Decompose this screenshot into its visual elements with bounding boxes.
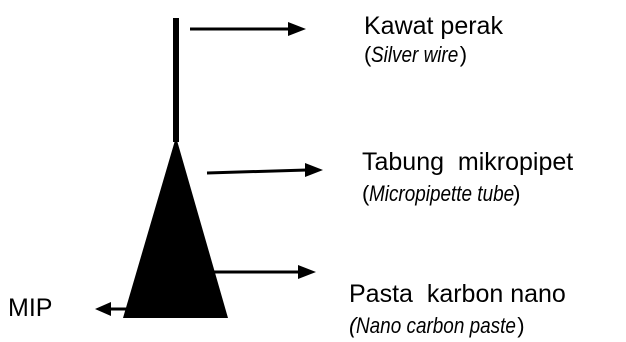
micropipette-italic: Micropipette tube [369, 181, 515, 206]
arrow-micropipette [206, 163, 323, 177]
close-paren: ) [513, 181, 521, 206]
silver-wire-italic: Silver wire [371, 42, 459, 67]
silver-wire [173, 18, 179, 142]
open-paren: ( [364, 42, 372, 67]
close-paren: ) [459, 42, 468, 67]
carbon-paste-english-label: (Nano carbon paste) [349, 315, 525, 337]
arrow-mip [95, 302, 140, 316]
open-paren: ( [349, 313, 357, 338]
silver-wire-english-label: (Silver wire) [364, 44, 467, 66]
arrow-silver-wire [190, 22, 306, 36]
open-paren: ( [362, 181, 370, 206]
micropipette-tube [123, 137, 228, 318]
carbon-paste-label: Pasta karbon nano [349, 280, 566, 308]
micropipette-english-label: (Micropipette tube) [362, 183, 520, 205]
arrow-carbon-paste [206, 265, 316, 279]
carbon-paste-italic: Nano carbon paste [356, 313, 517, 338]
silver-wire-label: Kawat perak [364, 12, 503, 40]
close-paren: ) [517, 313, 525, 338]
mip-label: MIP [8, 294, 53, 322]
micropipette-label: Tabung mikropipet [362, 148, 574, 176]
